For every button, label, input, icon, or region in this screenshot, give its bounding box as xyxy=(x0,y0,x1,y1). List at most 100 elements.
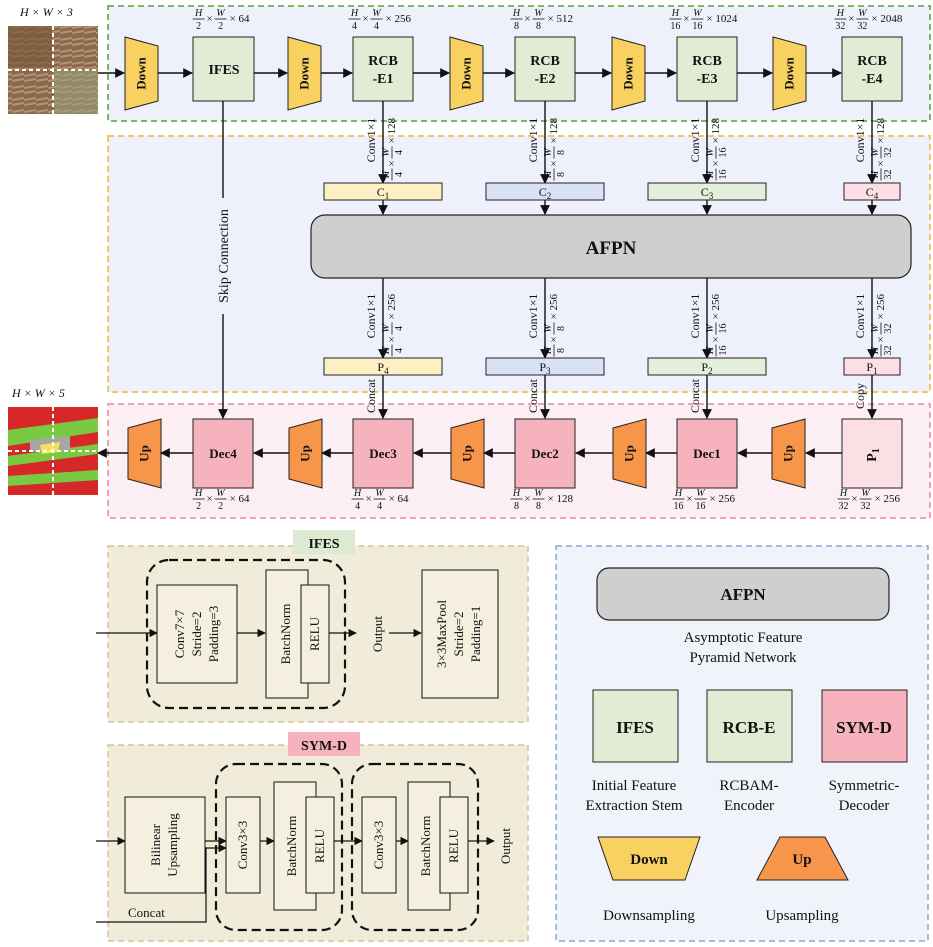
encoder-dim-1-times: × xyxy=(206,13,212,25)
decoder-dim-1-ch: × 64 xyxy=(230,493,250,505)
lateral-bottom-dim-2-ch: × 256 xyxy=(548,294,560,320)
lateral-top-conv-2: Conv1×1 xyxy=(526,118,540,163)
p-label-2: P3 xyxy=(539,360,551,376)
decoder-dim-5-num: H xyxy=(839,488,848,499)
rcb-e1-block xyxy=(352,36,414,102)
decoder-dim-2-num: W xyxy=(375,488,385,499)
p-label-3: P2 xyxy=(701,360,712,376)
lateral-bottom-dim-1-num: H xyxy=(381,346,392,355)
legend-symd-block xyxy=(821,689,908,763)
rcb-e3-label-line2: -E3 xyxy=(697,72,718,87)
encoder-dim-5-ch: × 2048 xyxy=(871,13,902,25)
ifes-pool-line1: 3×3MaxPool xyxy=(434,600,449,668)
dec3-block xyxy=(352,418,414,489)
legend-ifes-label: IFES xyxy=(616,718,654,737)
lateral-top-dim-2-num: W xyxy=(543,147,554,157)
decoder-dim-3: H8×W8× 128 xyxy=(510,488,573,512)
rcb-e4-label-line2: -E4 xyxy=(862,72,883,87)
encoder-dim-3-den: 8 xyxy=(514,21,519,32)
decoder-dim-4-times: × xyxy=(686,493,692,505)
rcb-e4-label-line1: RCB xyxy=(857,54,887,69)
legend-afpn-desc2: Pyramid Network xyxy=(689,650,797,666)
up-block-5 xyxy=(771,418,806,489)
encoder-dim-3-times: × xyxy=(524,13,530,25)
rcb-e1-label-line1: RCB xyxy=(368,54,398,69)
encoder-dim-2: H4×W4× 256 xyxy=(348,8,411,32)
symd-relu1-label: RELU xyxy=(312,828,327,863)
input-dims-label: H × W × 3 xyxy=(19,5,73,19)
encoder-dim-3-num: H xyxy=(512,8,521,19)
encoder-dim-4-num: W xyxy=(693,8,703,19)
lateral-top-conv-1: Conv1×1 xyxy=(364,118,378,163)
encoder-dim-5-den: 32 xyxy=(835,21,845,32)
encoder-dim-3-num: W xyxy=(534,8,544,19)
concat-label-1: Concat xyxy=(364,378,378,413)
up-label-4: Up xyxy=(622,445,637,462)
decoder-dim-3-num: H xyxy=(512,488,521,499)
decoder-dim-5-times: × xyxy=(851,493,857,505)
decoder-dim-4-den: 16 xyxy=(674,501,684,512)
lateral-top-dim-4-num: H xyxy=(870,170,881,179)
legend-down-label: Down xyxy=(630,852,668,868)
legend-down-desc: Downsampling xyxy=(603,908,695,924)
lateral-top-dim-2-num: H xyxy=(543,170,554,179)
encoder-dim-4-den: 16 xyxy=(692,21,702,32)
encoder-dim-4-den: 16 xyxy=(670,21,680,32)
legend-rcbe-desc2: Encoder xyxy=(724,798,774,814)
decoder-dim-2-times: × xyxy=(365,493,371,505)
decoder-dim-1-num: W xyxy=(216,488,226,499)
down-label-5: Down xyxy=(782,56,797,89)
up-block-2 xyxy=(288,418,323,489)
decoder-dim-3-den: 8 xyxy=(536,501,541,512)
symd-relu2-label: RELU xyxy=(446,828,461,863)
legend-panel: AFPN Asymptotic Feature Pyramid Network … xyxy=(555,545,929,942)
symd-output-label: Output xyxy=(498,828,513,865)
encoder-dim-4-times: × xyxy=(683,13,689,25)
down-block-3 xyxy=(449,36,484,111)
lateral-bottom-dim-1-den: 4 xyxy=(394,348,405,353)
down-block-1 xyxy=(124,36,159,111)
lateral-top-dim-3-num: H xyxy=(705,170,716,179)
encoder-dim-4-ch: × 1024 xyxy=(706,13,737,25)
encoder-dim-5-times: × xyxy=(848,13,854,25)
down-label-3: Down xyxy=(459,56,474,89)
decoder-dim-1-num: H xyxy=(194,488,203,499)
ifes-pool-line2: Stride=2 xyxy=(451,612,466,657)
ifes-relu-label: RELU xyxy=(307,616,322,651)
legend-up-label: Up xyxy=(792,852,811,868)
symd-concat-label: Concat xyxy=(128,905,165,920)
dec2-block xyxy=(514,418,576,489)
ifes-bn-label: BatchNorm xyxy=(278,604,293,665)
ifes-detail-panel: IFES Conv7×7 Stride=2 Padding=3 BatchNor… xyxy=(96,530,529,723)
lateral-bottom-dim-2-times: × xyxy=(548,336,560,342)
up-label-5: Up xyxy=(781,445,796,462)
lateral-top-dim-3-num: W xyxy=(705,147,716,157)
symd-upsample-line2: Upsampling xyxy=(165,813,180,877)
symd-panel-title: SYM-D xyxy=(301,739,347,754)
decoder-dim-3-times: × xyxy=(524,493,530,505)
dec4-label: Dec4 xyxy=(209,446,237,461)
decoder-dim-4-den: 16 xyxy=(696,501,706,512)
lateral-top-dim-2-ch: × 128 xyxy=(548,118,560,144)
decoder-dim-1-times: × xyxy=(206,493,212,505)
decoder-dim-4-num: W xyxy=(696,488,706,499)
symd-bn1-label: BatchNorm xyxy=(284,816,299,877)
lateral-top-dim-1-times: × xyxy=(386,160,398,166)
decoder-dim-1-den: 2 xyxy=(218,501,223,512)
rcb-e1-label-line2: -E1 xyxy=(373,72,394,87)
legend-rcbe-label: RCB-E xyxy=(723,718,776,737)
decoder-dim-2-den: 4 xyxy=(355,501,360,512)
ifes-output-label: Output xyxy=(370,616,385,653)
decoder-dim-5-den: 32 xyxy=(839,501,849,512)
